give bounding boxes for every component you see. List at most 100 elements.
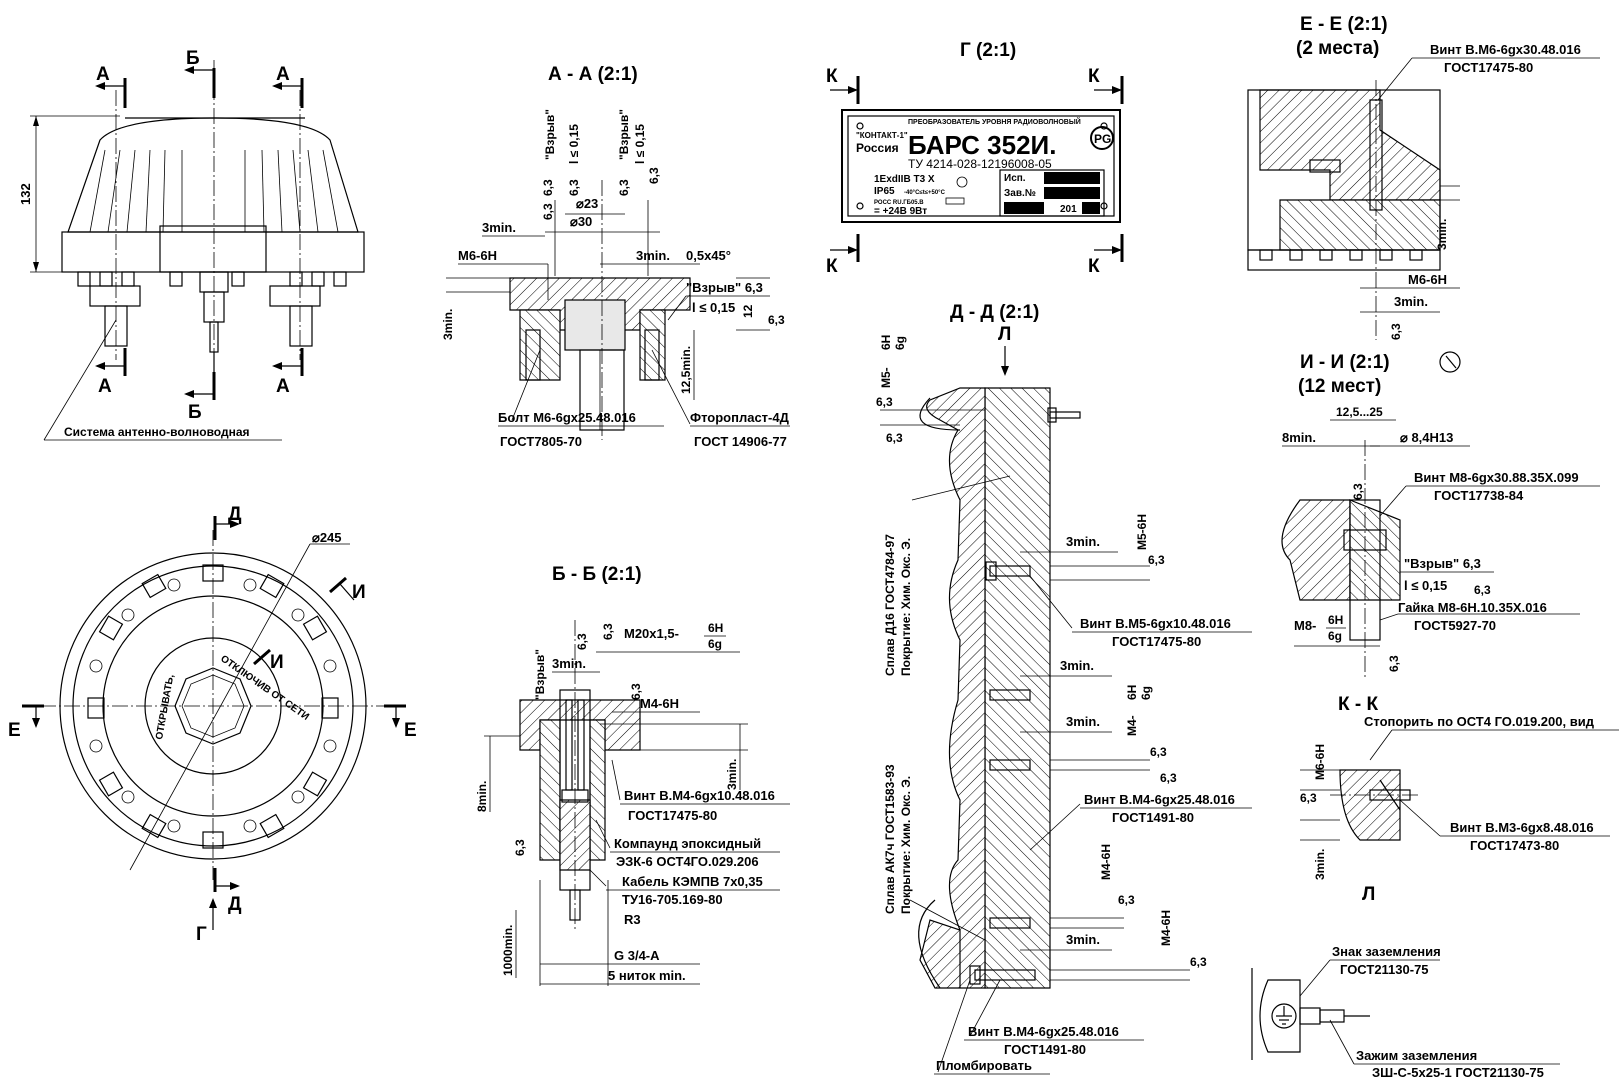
mark-b-bottom: Б [188,402,202,423]
bb-m20b: 6g [708,637,722,651]
dd-r63-d: 6,3 [1150,745,1167,759]
bb-r63-b: 6,3 [601,623,615,640]
bb-r63-c: 6,3 [629,683,643,700]
plate-model: БАРС 352И. [908,130,1056,160]
dd-3min-a: 3min. [1066,534,1100,549]
diameter-245: ⌀245 [312,530,342,545]
side-view: 132 А Б А А А Б Система антенно-волновод… [18,48,365,441]
aa-chamfer: 0,5x45° [686,248,731,263]
kk-m6: M6-6H [1313,744,1327,780]
aa-m6: M6-6H [458,248,497,263]
dd-vint-m5-std: ГОСТ17475-80 [1112,634,1201,649]
dd-3min-d: 3min. [1066,932,1100,947]
mark-i-inner: И [270,652,284,673]
dd-r63-g: 6,3 [1190,955,1207,969]
bb-8min: 8min. [475,781,489,812]
bb-3min-vert: 3min. [725,759,739,790]
kk-stop: Стопорить по ОСТ4 ГО.019.200, вид [1364,714,1595,729]
view-g-nameplate: Г (2:1) ПРЕОБРАЗОВАТЕЛЬ УРОВНЯ РАДИОВОЛН… [826,40,1124,277]
section-ee: Е - Е (2:1) (2 места) Винт В.M6-6gx30.48… [1247,14,1600,340]
aa-vzryv63: "Взрыв" 6,3 [686,280,763,295]
bb-vzryv: "Взрыв" [533,649,547,700]
dd-3min-c: 3min. [1066,714,1100,729]
plate-heading: ПРЕОБРАЗОВАТЕЛЬ УРОВНЯ РАДИОВОЛНОВЫЙ [908,117,1081,126]
dd-r63-b: 6,3 [886,431,903,445]
aa-d30: ⌀30 [570,214,592,229]
ii-8min: 8min. [1282,430,1316,445]
bb-vint: Винт В.M4-6gx10.48.016 [624,788,775,803]
ee-subtitle: (2 места) [1296,38,1379,59]
ii-nut-std: ГОСТ5927-70 [1414,618,1496,633]
plate-maker: "КОНТАКТ-1" [856,131,908,140]
ii-r63-a: 6,3 [1351,483,1365,500]
ii-title: И - И (2:1) [1300,352,1390,373]
aa-3min-right: 3min. [636,248,670,263]
l-sign-std: ГОСТ21130-75 [1340,962,1429,977]
ii-r63-b: 6,3 [1474,583,1491,597]
mark-b-top: Б [186,48,200,69]
kk-vint-std: ГОСТ17473-80 [1470,838,1559,853]
bb-nitok: 5 ниток min. [608,968,686,983]
section-bb: Б - Б (2:1) "Взрыв" 6,3 6,3 M20x1,5- 6H … [475,564,790,986]
mark-i-outer: И [352,582,366,603]
mark-k-tr: К [1088,66,1100,87]
dd-m5h: M5-6H [1135,514,1149,550]
dd-alloy1: Сплав Д16 ГОСТ4784-97 [883,534,897,676]
ii-l015: l ≤ 0,15 [1404,578,1447,593]
l-clamp-std: ЗШ-С-5x25-1 ГОСТ21130-75 [1372,1065,1544,1080]
kk-vint: Винт В.M3-6gx8.48.016 [1450,820,1594,835]
ee-3min: 3min. [1435,219,1449,250]
dd-vint-m4b-std: ГОСТ1491-80 [1004,1042,1086,1057]
aa-125min: 12,5min. [679,346,693,394]
bb-r63-side: 6,3 [513,839,527,856]
bb-cable2: ТУ16-705.169-80 [622,892,723,907]
aa-r63-left3: 6,3 [567,179,581,196]
dd-coat2: Покрытие: Хим. Окс. Э. [899,776,913,914]
mark-d-top: Д [228,504,242,525]
aa-ftor-std: ГОСТ 14906-77 [694,434,787,449]
mark-a-top-left: А [96,64,110,85]
bb-m4: M4-6H [640,696,679,711]
section-dd: Д - Д (2:1) Л M5- 6H 6g 6,3 6,3 Сплав Д1… [876,302,1252,1075]
section-kk: К - К Стопорить по ОСТ4 ГО.019.200, вид … [1300,694,1619,880]
section-aa: А - А (2:1) ⌀23 ⌀30 6,3 6,3 "Взрыв" l ≤ … [441,64,790,449]
plate-year: 201 [1060,204,1077,215]
ee-3min-b: 3min. [1394,294,1428,309]
bb-3min: 3min. [552,656,586,671]
mark-a-bottom-right: А [276,376,290,397]
ee-m6: M6-6H [1408,272,1447,287]
ii-m8a: 6H [1328,613,1343,627]
bb-1000min: 1000min. [501,925,515,976]
kk-title: К - К [1338,694,1378,715]
top-view: ⌀245 ОТКЛЮЧИВ ОТ СЕТИ ОТКРЫВАТЬ, Д Д Г Е… [8,504,417,945]
plate-ex: 1ExdIIB T3 X [874,174,935,185]
aa-3min-vert: 3min. [441,309,455,340]
plate-tu: ТУ 4214-028-12196008-05 [908,157,1052,171]
ii-m8: M8- [1294,618,1316,633]
mark-k-tl: К [826,66,838,87]
dd-m4a: 6H [1125,685,1139,700]
bb-m20: M20x1,5- [624,626,679,641]
aa-bolt: Болт M6-6gx25.48.016 [498,410,636,425]
ii-m8b: 6g [1328,629,1342,643]
dd-m4h-b: M4-6H [1159,910,1173,946]
bb-vint-std: ГОСТ17475-80 [628,808,717,823]
g-title: Г (2:1) [960,40,1016,61]
dd-vint-m5: Винт В.M5-6gx10.48.016 [1080,616,1231,631]
ee-vint-std: ГОСТ17475-80 [1444,60,1533,75]
aa-vzryv-left: "Взрыв" [543,109,557,160]
bb-title: Б - Б (2:1) [552,564,642,585]
bb-g34: G 3/4-A [614,948,660,963]
top-marking-2: ОТКРЫВАТЬ, [154,673,176,740]
plate-isp: Исп. [1004,173,1026,184]
aa-r63-right: 6,3 [617,179,631,196]
aa-r63-right2: 6,3 [647,167,661,184]
dd-coat1: Покрытие: Хим. Окс. Э. [899,538,913,676]
bb-m20a: 6H [708,621,723,635]
aa-l015-left: l ≤ 0,15 [567,124,581,164]
antenna-system-label: Система антенно-волноводная [64,425,250,439]
dd-vint-m4b: Винт В.M4-6gx25.48.016 [968,1024,1119,1039]
mark-d-bottom: Д [228,894,242,915]
ii-r63-c: 6,3 [1387,655,1401,672]
bb-cable: Кабель КЭМПВ 7x0,35 [622,874,763,889]
